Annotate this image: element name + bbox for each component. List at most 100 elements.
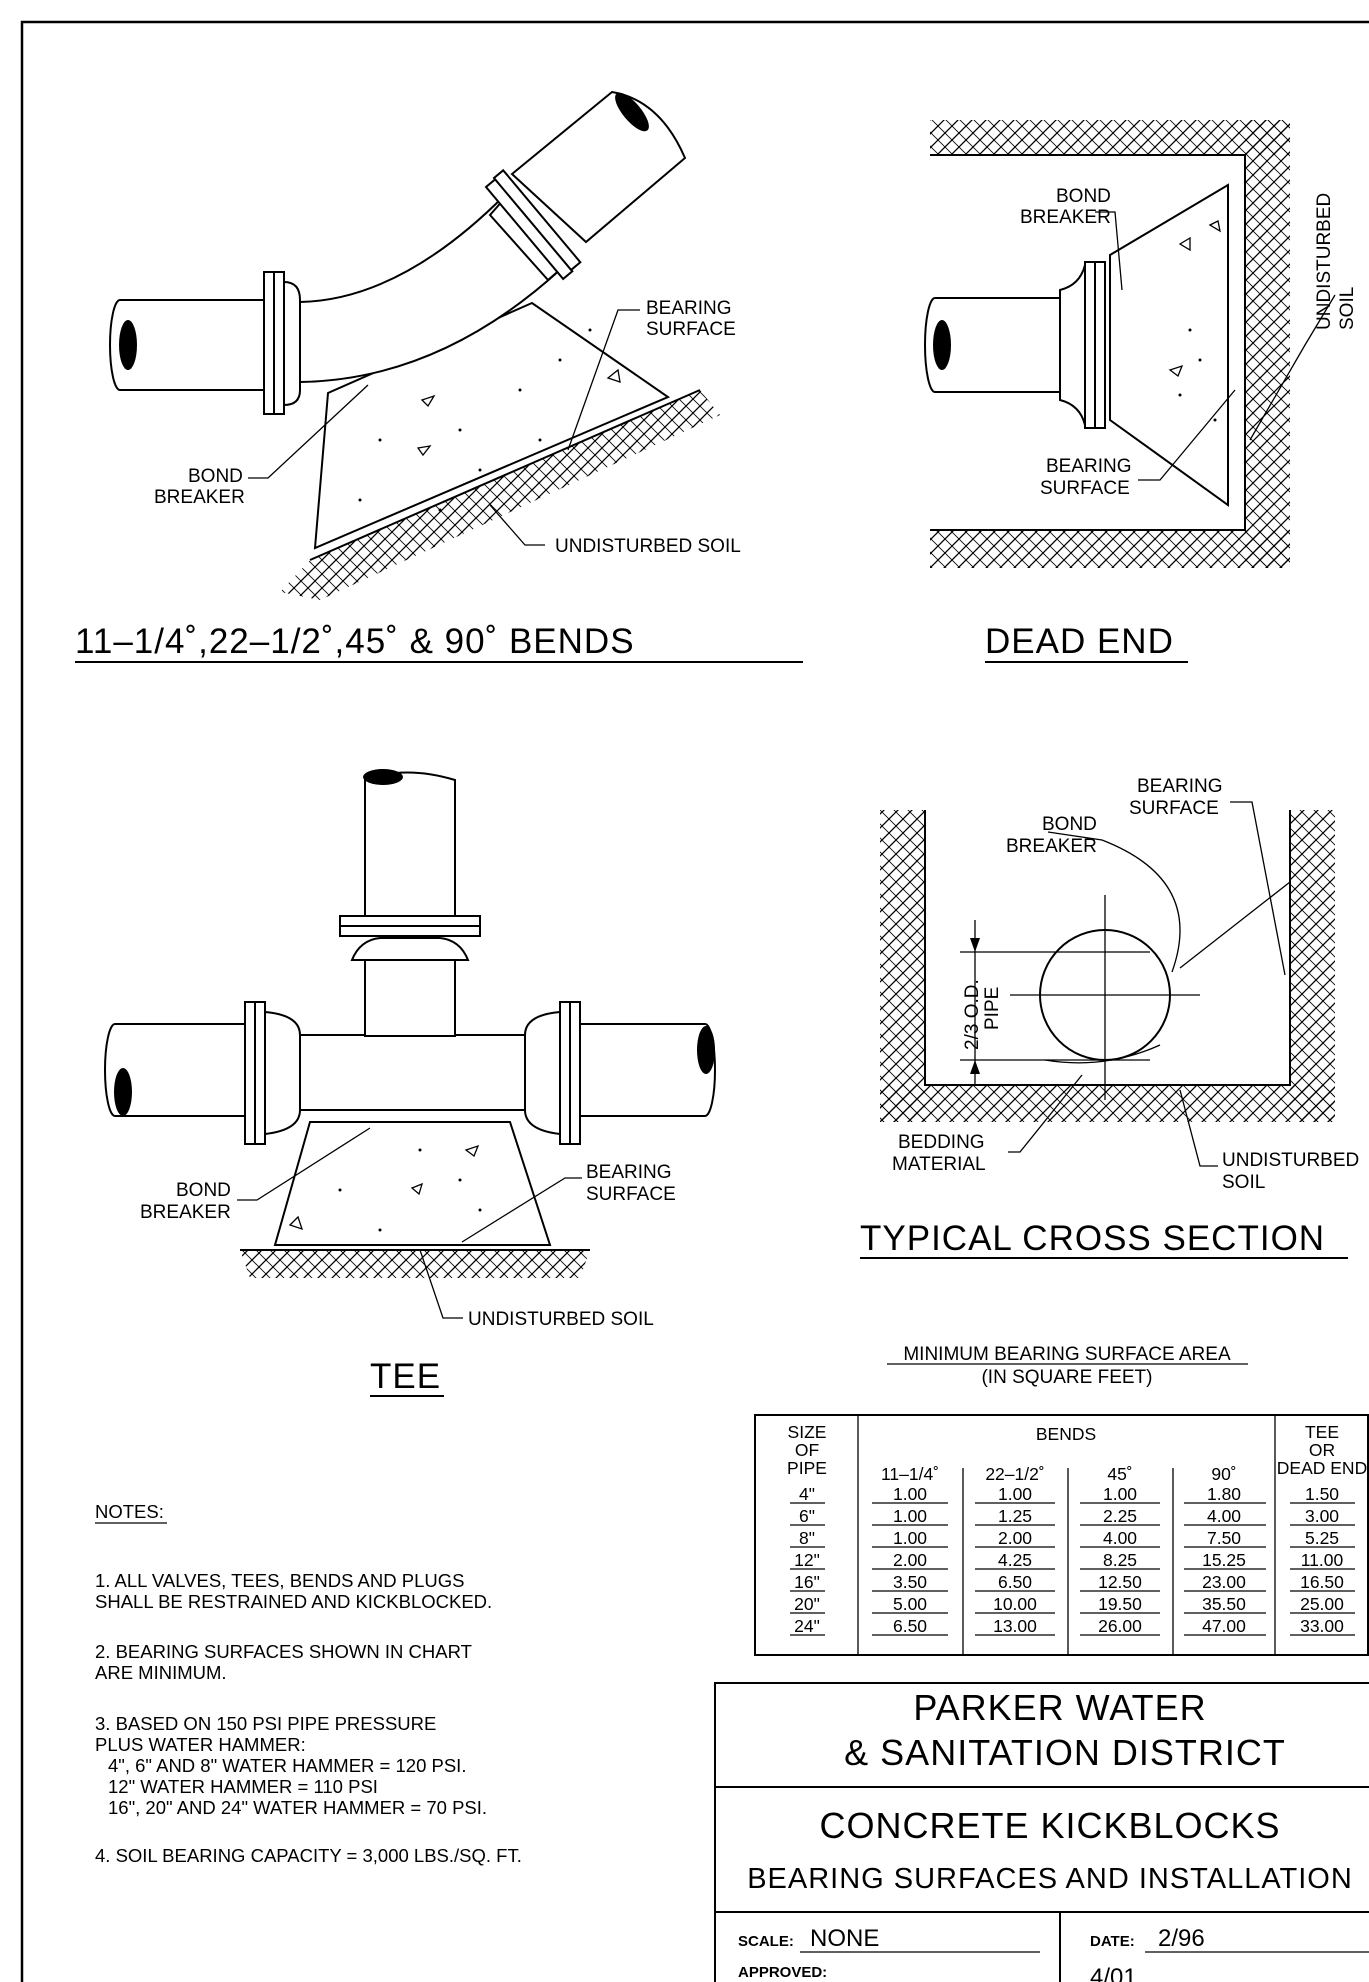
cross-soil-leader — [1179, 1089, 1218, 1167]
table-bend-col-4: 90˚ — [1211, 1464, 1236, 1484]
table-cell: 5.00 — [893, 1594, 927, 1614]
bends-bond-label-1: BOND — [188, 466, 243, 487]
bends-detail: BEARING SURFACE BOND BREAKER UNDISTURBED… — [75, 90, 803, 663]
bends-bearing-label-1: BEARING — [646, 298, 732, 319]
table-title: MINIMUM BEARING SURFACE AREA — [903, 1344, 1231, 1365]
drawing-subtitle: BEARING SURFACES AND INSTALLATION — [747, 1863, 1353, 1895]
note-line-5: 3. BASED ON 150 PSI PIPE PRESSURE — [95, 1713, 436, 1734]
notes-heading: NOTES: — [95, 1501, 164, 1522]
note-line-2: SHALL BE RESTRAINED AND KICKBLOCKED. — [95, 1591, 492, 1612]
cross-soil-bottom — [880, 1085, 1335, 1122]
table-cell: 12.50 — [1098, 1572, 1142, 1592]
table-tee-header-3: DEAD END — [1277, 1458, 1367, 1478]
tee-bearing-label-1: BEARING — [586, 1162, 672, 1183]
dead-end-bearing-leader — [1138, 389, 1236, 481]
table-cell: 3.50 — [893, 1572, 927, 1592]
table-cell: 2.00 — [998, 1528, 1032, 1548]
dead-end-title: DEAD END — [985, 622, 1174, 661]
table-cell: 2.25 — [1103, 1506, 1137, 1526]
date-label: DATE: — [1090, 1933, 1135, 1950]
note-line-3: 2. BEARING SURFACES SHOWN IN CHART — [95, 1641, 472, 1662]
org-name-line-1: PARKER WATER — [913, 1687, 1206, 1728]
table-cell: 1.00 — [998, 1484, 1032, 1504]
cross-od-label-2: PIPE — [982, 987, 1003, 1030]
table-cell: 6" — [799, 1506, 815, 1526]
note-line-8: 12" WATER HAMMER = 110 PSI — [108, 1776, 378, 1797]
table-cell: 13.00 — [993, 1616, 1037, 1636]
cross-bedding-label-2: MATERIAL — [892, 1154, 986, 1175]
dead-end-soil-bottom — [930, 530, 1290, 568]
dead-end-soil-leader — [1249, 294, 1336, 441]
dead-end-bearing-label-2: SURFACE — [1040, 478, 1130, 499]
dead-end-bond-leader — [1095, 211, 1123, 291]
tee-soil-hatch — [240, 1250, 590, 1278]
table-cell: 20" — [794, 1594, 820, 1614]
table-cell: 8" — [799, 1528, 815, 1548]
approved-label: APPROVED: — [738, 1964, 827, 1981]
note-line-7: 4", 6" AND 8" WATER HAMMER = 120 PSI. — [108, 1755, 466, 1776]
table-cell: 6.50 — [893, 1616, 927, 1636]
cross-bearing-leader — [1230, 801, 1286, 976]
dead-end-soil-top — [930, 120, 1290, 155]
dead-end-soil-right — [1245, 120, 1290, 568]
table-cell: 4.00 — [1103, 1528, 1137, 1548]
table-bend-col-3: 45˚ — [1107, 1464, 1132, 1484]
tee-soil-leader — [419, 1249, 463, 1319]
table-cell: 47.00 — [1202, 1616, 1246, 1636]
table-cell: 25.00 — [1300, 1594, 1344, 1614]
table-cell: 4.00 — [1207, 1506, 1241, 1526]
table-subtitle: (IN SQUARE FEET) — [981, 1367, 1152, 1388]
bends-bearing-leader — [567, 309, 640, 451]
tee-detail: BOND BREAKER BEARING SURFACE UNDISTURBED… — [104, 769, 716, 1397]
table-tee-header-1: TEE — [1305, 1422, 1339, 1442]
table-cell: 1.00 — [1103, 1484, 1137, 1504]
tee-soil-label: UNDISTURBED SOIL — [468, 1309, 654, 1330]
tee-bearing-label-2: SURFACE — [586, 1184, 676, 1205]
table-cell: 1.80 — [1207, 1484, 1241, 1504]
notes: NOTES: 1. ALL VALVES, TEES, BENDS AND PL… — [95, 1501, 522, 1866]
cross-bedding-leader — [1008, 1074, 1083, 1153]
cross-bond-leader — [1047, 831, 1181, 973]
cross-soil-right — [1290, 810, 1335, 1122]
scale-label: SCALE: — [738, 1933, 794, 1950]
tee-title: TEE — [370, 1357, 441, 1396]
bends-soil-label: UNDISTURBED SOIL — [555, 536, 741, 557]
table-cell: 33.00 — [1300, 1616, 1344, 1636]
title-block: PARKER WATER & SANITATION DISTRICT CONCR… — [714, 1682, 1369, 1982]
dead-end-bearing-label-1: BEARING — [1046, 456, 1132, 477]
table-cell: 35.50 — [1202, 1594, 1246, 1614]
dead-end-soil-label-2: SOIL — [1337, 287, 1358, 330]
cross-section-detail: 2/3 O.D. PIPE BEARING SURFACE BOND BREAK… — [860, 776, 1359, 1259]
org-name-line-2: & SANITATION DISTRICT — [844, 1732, 1286, 1773]
dead-end-detail: BOND BREAKER BEARING SURFACE UNDISTURBED… — [924, 120, 1358, 663]
cross-bearing-label-1: BEARING — [1137, 776, 1223, 797]
table-cell: 6.50 — [998, 1572, 1032, 1592]
note-line-10: 4. SOIL BEARING CAPACITY = 3,000 LBS./SQ… — [95, 1845, 522, 1866]
table-cell: 12" — [794, 1550, 820, 1570]
table-cell: 8.25 — [1103, 1550, 1137, 1570]
cross-soil-label-1: UNDISTURBED — [1222, 1150, 1359, 1171]
table-cell: 23.00 — [1202, 1572, 1246, 1592]
table-bend-col-2: 22–1/2˚ — [985, 1464, 1044, 1484]
bends-soil-leader — [489, 504, 545, 546]
table-size-header-2: OF — [795, 1440, 819, 1460]
table-cell: 19.50 — [1098, 1594, 1142, 1614]
bends-bond-leader — [248, 384, 369, 479]
table-bends-header: BENDS — [1036, 1424, 1096, 1444]
cross-soil-label-2: SOIL — [1222, 1172, 1265, 1193]
table-cell: 7.50 — [1207, 1528, 1241, 1548]
table-size-header-1: SIZE — [788, 1422, 827, 1442]
tee-bond-label-1: BOND — [176, 1180, 231, 1201]
sheet-border — [20, 20, 1369, 1982]
dead-end-bond-label-1: BOND — [1056, 186, 1111, 207]
dead-end-soil-label-1: UNDISTURBED — [1314, 193, 1335, 330]
cross-bond-label-2: BREAKER — [1006, 836, 1097, 857]
table-cell: 1.25 — [998, 1506, 1032, 1526]
table-cell: 16.50 — [1300, 1572, 1344, 1592]
tee-bond-label-2: BREAKER — [140, 1202, 231, 1223]
table-cell: 4" — [799, 1484, 815, 1504]
note-line-4: ARE MINIMUM. — [95, 1662, 227, 1683]
drawing-title: CONCRETE KICKBLOCKS — [819, 1805, 1280, 1846]
